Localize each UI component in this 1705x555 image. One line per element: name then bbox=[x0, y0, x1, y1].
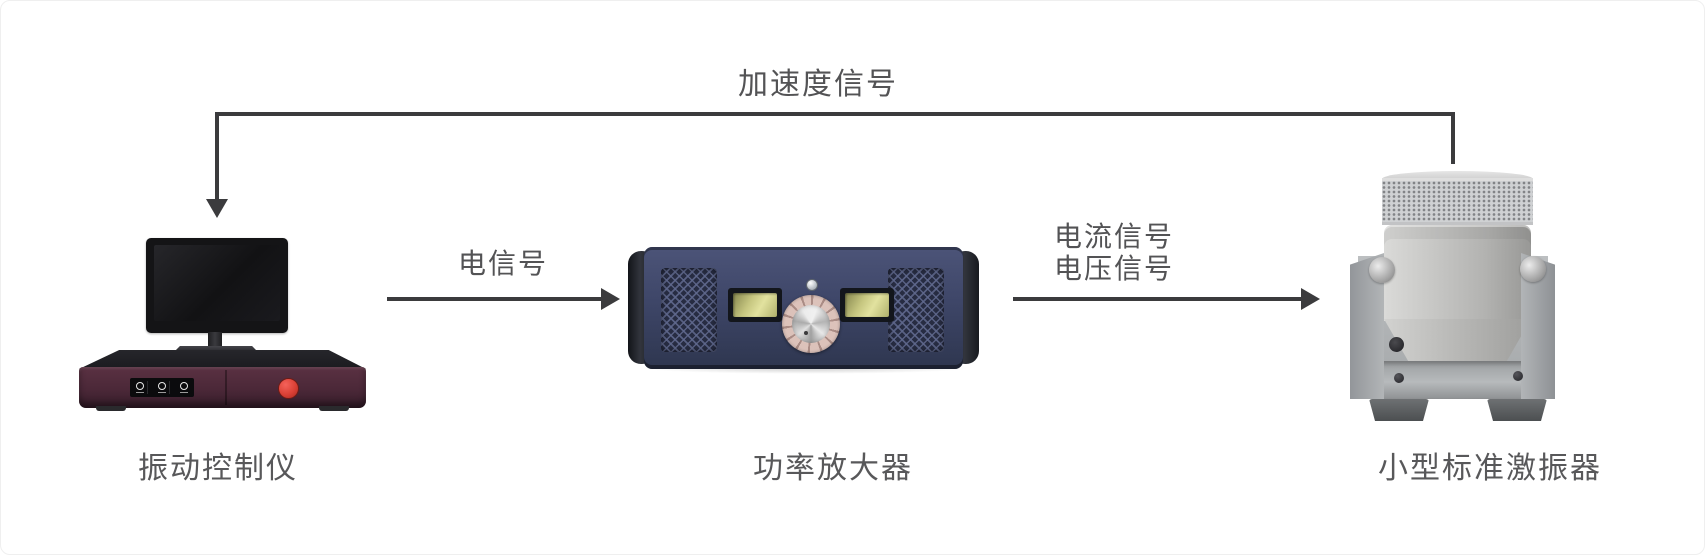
controller-foot-left bbox=[96, 406, 126, 411]
amplifier-display-left-screen bbox=[733, 293, 777, 317]
exciter-pivot-right bbox=[1520, 256, 1546, 282]
exciter-bolt-left bbox=[1394, 373, 1404, 383]
network-button-icon bbox=[155, 381, 170, 394]
exciter-foot-left bbox=[1369, 399, 1429, 421]
controller-chassis-top bbox=[79, 350, 366, 369]
amplifier-display-right bbox=[840, 288, 894, 322]
exciter-cylinder-body bbox=[1384, 225, 1531, 321]
current-signal-label: 电流信号 bbox=[1053, 221, 1174, 252]
exciter-perforated-band bbox=[1382, 178, 1533, 225]
amplifier-display-right-screen bbox=[845, 293, 889, 317]
controller-chassis-front bbox=[79, 367, 366, 408]
controller-chassis-seam bbox=[225, 370, 227, 405]
amplifier-display-left bbox=[728, 288, 782, 322]
amplifier-led-indicator bbox=[806, 279, 818, 291]
feedback-line-left-vertical bbox=[215, 112, 219, 200]
feedback-line-right-vertical bbox=[1451, 112, 1455, 164]
exciter-bolt-right bbox=[1513, 371, 1523, 381]
feedback-arrowhead-down-icon bbox=[206, 199, 228, 218]
controller-red-button bbox=[278, 378, 299, 399]
drive-arrow-line bbox=[387, 297, 602, 301]
signal-button-icon bbox=[177, 381, 191, 394]
drive-arrowhead-right-icon bbox=[601, 288, 620, 310]
controller-button-panel bbox=[130, 378, 194, 397]
feedback-line-horizontal bbox=[217, 112, 1455, 116]
controller-monitor-screen bbox=[154, 245, 280, 321]
amplifier-knob bbox=[792, 305, 830, 343]
controller-monitor-stand-neck bbox=[208, 332, 222, 348]
exciter-connector bbox=[1389, 337, 1404, 352]
exciter-foot-right bbox=[1487, 399, 1547, 421]
power-arrowhead-right-icon bbox=[1301, 288, 1320, 310]
power-button-icon bbox=[133, 381, 149, 394]
exciter-label: 小型标准激振器 bbox=[1378, 452, 1602, 485]
controller-label: 振动控制仪 bbox=[138, 452, 298, 485]
exciter-cone bbox=[1384, 319, 1531, 365]
exciter-pivot-left bbox=[1369, 257, 1395, 283]
drive-signal-label: 电信号 bbox=[457, 248, 548, 279]
controller-foot-right bbox=[319, 406, 349, 411]
feedback-signal-label: 加速度信号 bbox=[738, 68, 898, 101]
amplifier-vent-left bbox=[661, 268, 717, 352]
power-arrow-line bbox=[1013, 297, 1302, 301]
amplifier-knob-pointer bbox=[804, 331, 808, 335]
amplifier-label: 功率放大器 bbox=[753, 452, 913, 485]
voltage-signal-label: 电压信号 bbox=[1053, 253, 1174, 284]
amplifier-vent-right bbox=[888, 268, 944, 352]
